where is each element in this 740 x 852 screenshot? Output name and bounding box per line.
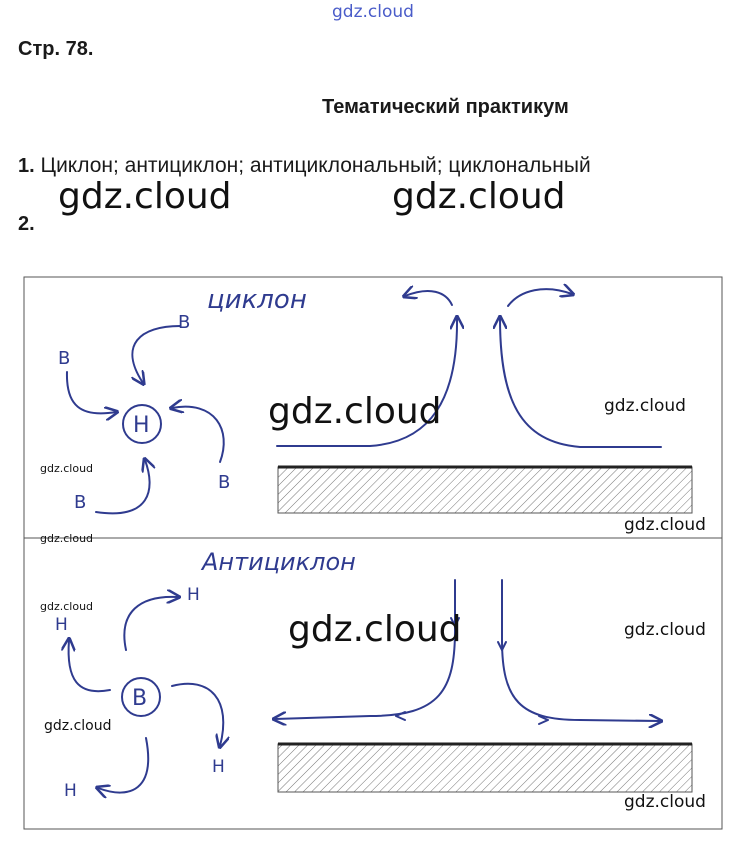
cyclone-center-label: Н [133, 413, 150, 438]
descending-air-right [502, 580, 660, 721]
arrow-in-top [132, 326, 180, 383]
watermark: gdz.cloud [624, 620, 706, 640]
anticyclone-center-label: В [132, 686, 147, 711]
arrow-out-bottom [98, 738, 148, 793]
arrow-out-left [69, 640, 110, 691]
arrow-label: Н [64, 781, 77, 801]
anticyclone-title: Антициклон [200, 548, 356, 576]
ground-block-anticyclone [278, 744, 692, 792]
rising-air-right [500, 318, 661, 447]
watermark: gdz.cloud [392, 176, 566, 217]
arrow-out-top [124, 597, 178, 650]
watermark: gdz.cloud [40, 532, 93, 545]
watermark: gdz.cloud [624, 515, 706, 535]
arrow-out-right [172, 684, 223, 746]
watermark: gdz.cloud [624, 792, 706, 812]
outflow-right [508, 289, 572, 306]
arrow-label: В [218, 472, 230, 493]
watermark: gdz.cloud [604, 396, 686, 416]
watermark: gdz.cloud [44, 718, 111, 734]
arrow-label: Н [55, 615, 68, 635]
arrow-in-bottom [96, 460, 150, 513]
ground-block-cyclone [278, 467, 692, 513]
arrow-label: В [74, 492, 86, 513]
arrow-label: Н [212, 757, 225, 777]
watermark: gdz.cloud [58, 176, 232, 217]
cyclone-title: циклон [207, 285, 307, 315]
arrow-label: В [58, 348, 70, 369]
outflow-left [405, 291, 452, 305]
watermark: gdz.cloud [288, 609, 462, 650]
arrow-in-left [67, 372, 116, 413]
arrow-label: В [178, 312, 190, 333]
arrow-label: Н [187, 585, 200, 605]
watermark: gdz.cloud [40, 600, 93, 613]
watermark: gdz.cloud [268, 391, 442, 432]
watermark: gdz.cloud [40, 462, 93, 475]
arrow-in-right [172, 407, 224, 462]
